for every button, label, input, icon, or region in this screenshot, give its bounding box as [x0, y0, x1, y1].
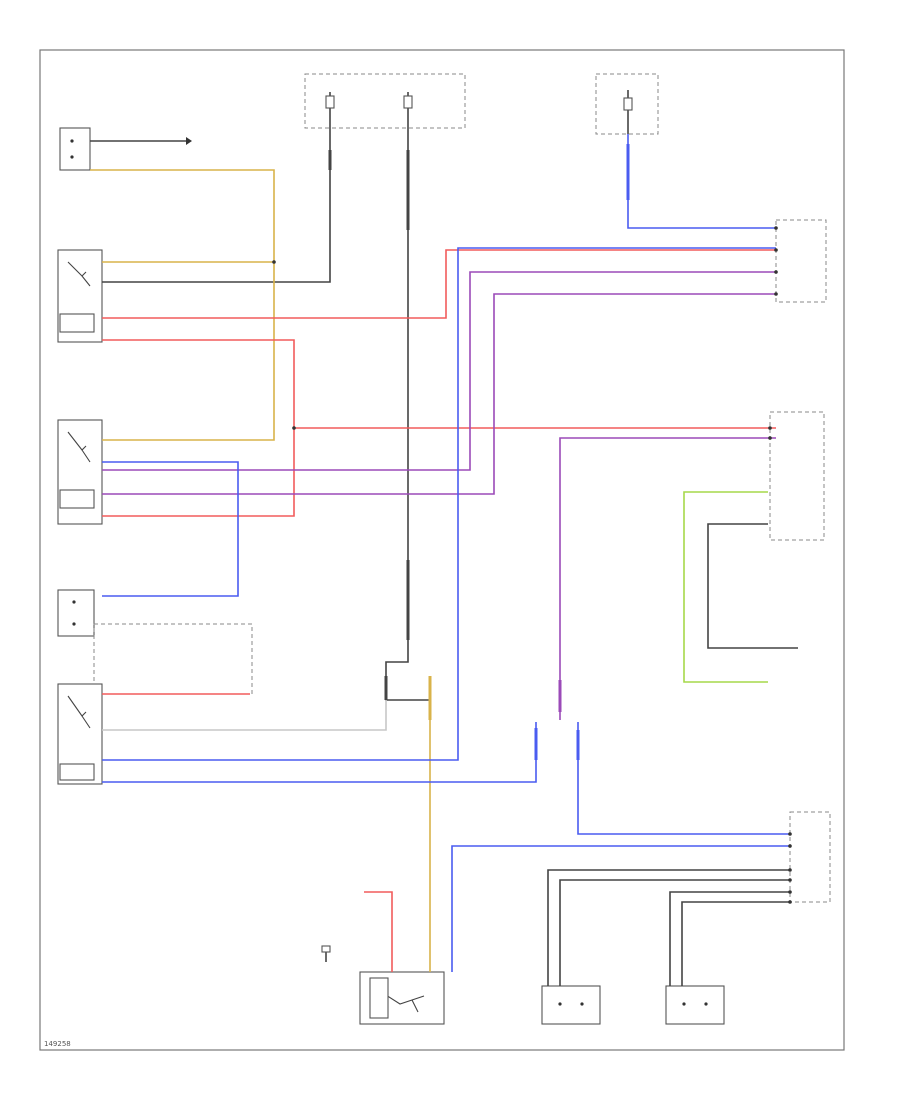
passenger-seat-heater-switch [57, 249, 103, 343]
right-upper-connector [775, 219, 827, 303]
wire-black-main [102, 128, 430, 731]
ground-symbol [321, 945, 331, 962]
driver-position-switch [57, 589, 253, 695]
wire-blue-fuse3 [626, 134, 776, 229]
passenger-seat-heater-element [665, 985, 725, 1025]
driver-seat-heater-element [541, 985, 601, 1025]
wire-red-2 [102, 339, 295, 517]
wire-blue-2 [102, 247, 776, 761]
wire-yellow [90, 169, 275, 441]
wire-violet-2 [102, 293, 776, 495]
passenger-position-switch [59, 127, 192, 171]
wire-green [683, 491, 768, 683]
fuse-block-passenger-compartment [595, 73, 659, 135]
ac-control-switch-bottom [359, 971, 445, 1025]
engine-control-module [769, 411, 825, 541]
wire-black-fuse1 [102, 128, 332, 283]
wire-blue-5 [451, 845, 790, 972]
right-lower-connector [789, 811, 831, 903]
fuse-block-engine-compartment [304, 73, 466, 129]
page-code: 149258 [44, 1040, 71, 1048]
wire-blue-3 [102, 722, 538, 783]
wire-black-bottom [547, 869, 790, 986]
wire-violet-1 [102, 271, 776, 471]
right-terminals [272, 226, 792, 904]
wire-black-right [707, 523, 798, 649]
wire-blue-1 [102, 461, 239, 597]
diagram-frame [39, 49, 845, 1051]
wire-blue-4 [576, 722, 790, 835]
ac-control-switch-left [57, 683, 103, 785]
wire-red-1 [102, 249, 776, 319]
driver-seat-heater-switch [57, 419, 103, 525]
wire-violet-3 [558, 437, 776, 720]
wire-red-5 [364, 891, 393, 972]
